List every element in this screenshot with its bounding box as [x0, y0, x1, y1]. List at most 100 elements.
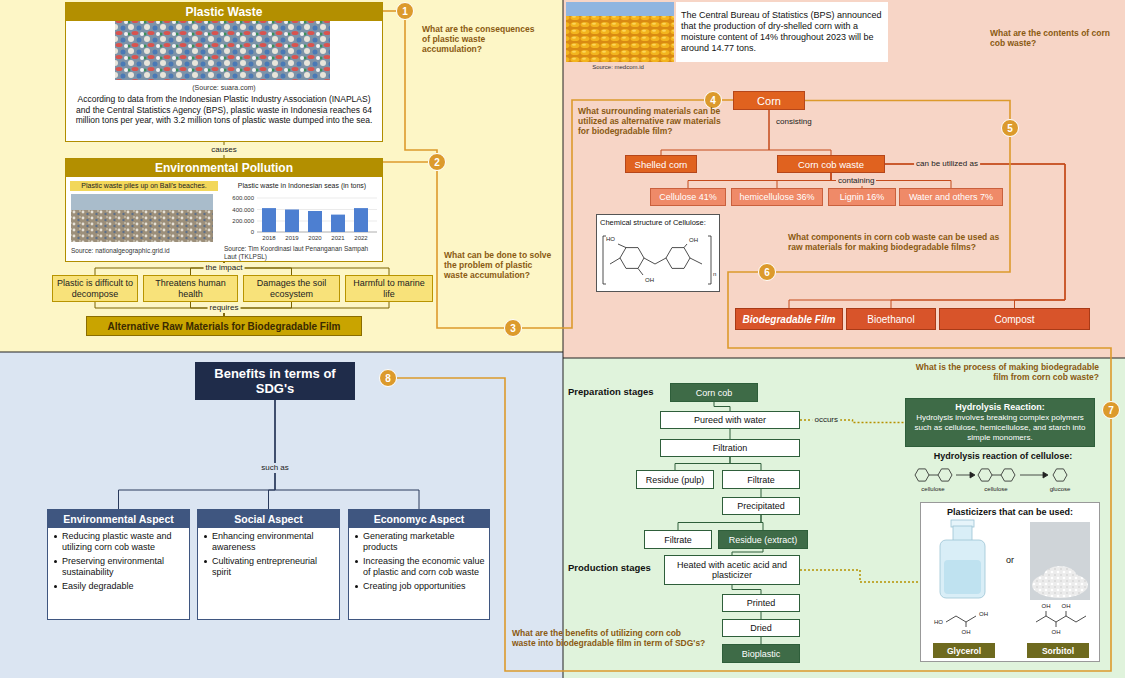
connector-word: containing — [836, 176, 876, 186]
node-text: Filtration — [713, 443, 748, 453]
connector — [761, 489, 762, 497]
hydrolysis-structure — [956, 475, 970, 476]
node-text: Source: Tim Koordinasi laut Penanganan S… — [224, 245, 380, 261]
plasticizer-structures — [1066, 611, 1067, 616]
node-text: The Central Bureau of Statistics (BPS) a… — [681, 10, 883, 54]
result-box: Alternative Raw Materials for Biodegrada… — [86, 316, 362, 336]
connector-word: such as — [259, 463, 291, 473]
bar-chart — [354, 208, 368, 232]
bar-chart — [262, 208, 276, 232]
connector-label: causes — [209, 145, 238, 155]
connector — [761, 515, 763, 530]
cellulose-structure — [684, 244, 687, 248]
node-text: 5 — [1007, 123, 1013, 134]
node-text: Lignin 16% — [840, 192, 885, 202]
hydrolysis-structure — [1043, 472, 1048, 478]
axis-label: 2021 — [331, 234, 344, 242]
node-text: Hydrolysis involves breaking complex pol… — [911, 413, 1089, 443]
material-box: Corn cob waste — [777, 155, 885, 173]
component-box: Water and others 7% — [899, 188, 1003, 206]
chem-label: cellulose — [984, 486, 1007, 493]
panel-fills — [65, 2, 383, 142]
plasticizer-structures — [1056, 622, 1057, 627]
chem-label: OH — [1042, 603, 1051, 610]
axis-label: 0 — [222, 228, 254, 236]
chem-label: OH — [689, 237, 698, 244]
cellulose-structure — [638, 268, 643, 275]
node-text: Heated with acetic acid and plasticizer — [668, 560, 796, 580]
process-box: Heated with acetic acid and plasticizer — [664, 555, 800, 585]
panel-fills — [65, 158, 383, 262]
connector — [269, 400, 276, 509]
hydrolysis-structure — [992, 475, 1001, 476]
plasticizer-structures — [946, 611, 1086, 627]
cellulose-structure — [644, 258, 666, 264]
callout-number: 3 — [504, 319, 522, 337]
aspect-box: Social AspectEnhancing environmental awa… — [197, 509, 340, 620]
connector — [732, 585, 761, 594]
node-text: Plastic Waste — [66, 3, 382, 21]
cellulose-structure — [603, 236, 711, 284]
chem-label: OH — [1062, 603, 1071, 610]
process-box: Residue (pulp) — [636, 470, 714, 489]
panel-fills — [65, 2, 1100, 662]
connector — [728, 272, 1111, 401]
callout-circle — [429, 154, 446, 171]
callout-circle — [380, 370, 397, 387]
node-text: Plastic waste in Indonesian seas (in ton… — [224, 181, 380, 190]
axis-label: 2020 — [308, 234, 321, 242]
node-text: Economyc Aspect — [349, 510, 489, 528]
process-box: Residue (extract) — [718, 530, 808, 549]
material-box: Shelled corn — [625, 155, 697, 173]
corn-photo — [566, 2, 674, 16]
stage-label: Preparation stages — [568, 386, 668, 397]
sorbitol-photo — [1030, 522, 1090, 600]
connector — [397, 378, 1111, 671]
node-text: Bioethanol — [867, 314, 914, 325]
node-text: Water and others 7% — [909, 192, 993, 202]
axis-label: 400.000 — [222, 206, 254, 214]
connector — [437, 171, 504, 328]
connector — [769, 110, 831, 155]
node-text: 6 — [764, 267, 770, 278]
axis-label: 2022 — [354, 234, 367, 242]
connector — [761, 612, 762, 619]
node-text: Precipitated — [737, 501, 785, 511]
node-text: Corn — [757, 95, 781, 107]
chem-label: OH — [979, 611, 988, 618]
node-text: Preserving environmental sustainability — [48, 556, 185, 578]
connector — [675, 457, 730, 470]
connector — [383, 161, 428, 163]
connector-word: consisting — [774, 117, 814, 127]
node-text: Threatens human health — [147, 278, 234, 299]
node-text: Sorbitol — [1042, 646, 1074, 656]
connector — [275, 400, 419, 509]
name-tag: Sorbitol — [1027, 643, 1089, 658]
glycerol-photo — [953, 526, 972, 541]
callout-circle — [705, 92, 722, 109]
node-text: Cultivating entrepreneurial spirit — [198, 556, 335, 578]
node-text: Social Aspect — [198, 510, 339, 528]
cellulose-structure — [690, 258, 702, 264]
hydrolysis-structure — [938, 469, 952, 481]
node-text: Corn cob waste — [798, 159, 864, 170]
node-text: Enhancing environmental awareness — [198, 531, 335, 553]
chem-label: OH — [645, 277, 654, 284]
connector — [722, 99, 733, 101]
component-box: Cellulose 41% — [650, 188, 726, 206]
connector — [688, 173, 831, 188]
connector — [383, 10, 396, 12]
hydrolysis-structure — [1020, 475, 1043, 476]
callout-circle — [505, 320, 522, 337]
chem-label: HO — [606, 236, 615, 243]
aspect-box: Environmental AspectReducing plastic was… — [47, 509, 190, 620]
impact-box: Damages the soil ecosystem — [243, 275, 340, 302]
callout-number: 5 — [1001, 119, 1019, 137]
callout-circle — [1002, 120, 1019, 137]
info-panel: Plastic Waste(Source: suara.com)Accordin… — [65, 2, 383, 142]
node-text: 2 — [434, 157, 440, 168]
material-box: Corn — [733, 91, 805, 110]
node-text: Shelled corn — [635, 159, 688, 170]
product-box: Biodegradable Film — [735, 308, 843, 330]
impact-box: Threatens human health — [143, 275, 238, 302]
